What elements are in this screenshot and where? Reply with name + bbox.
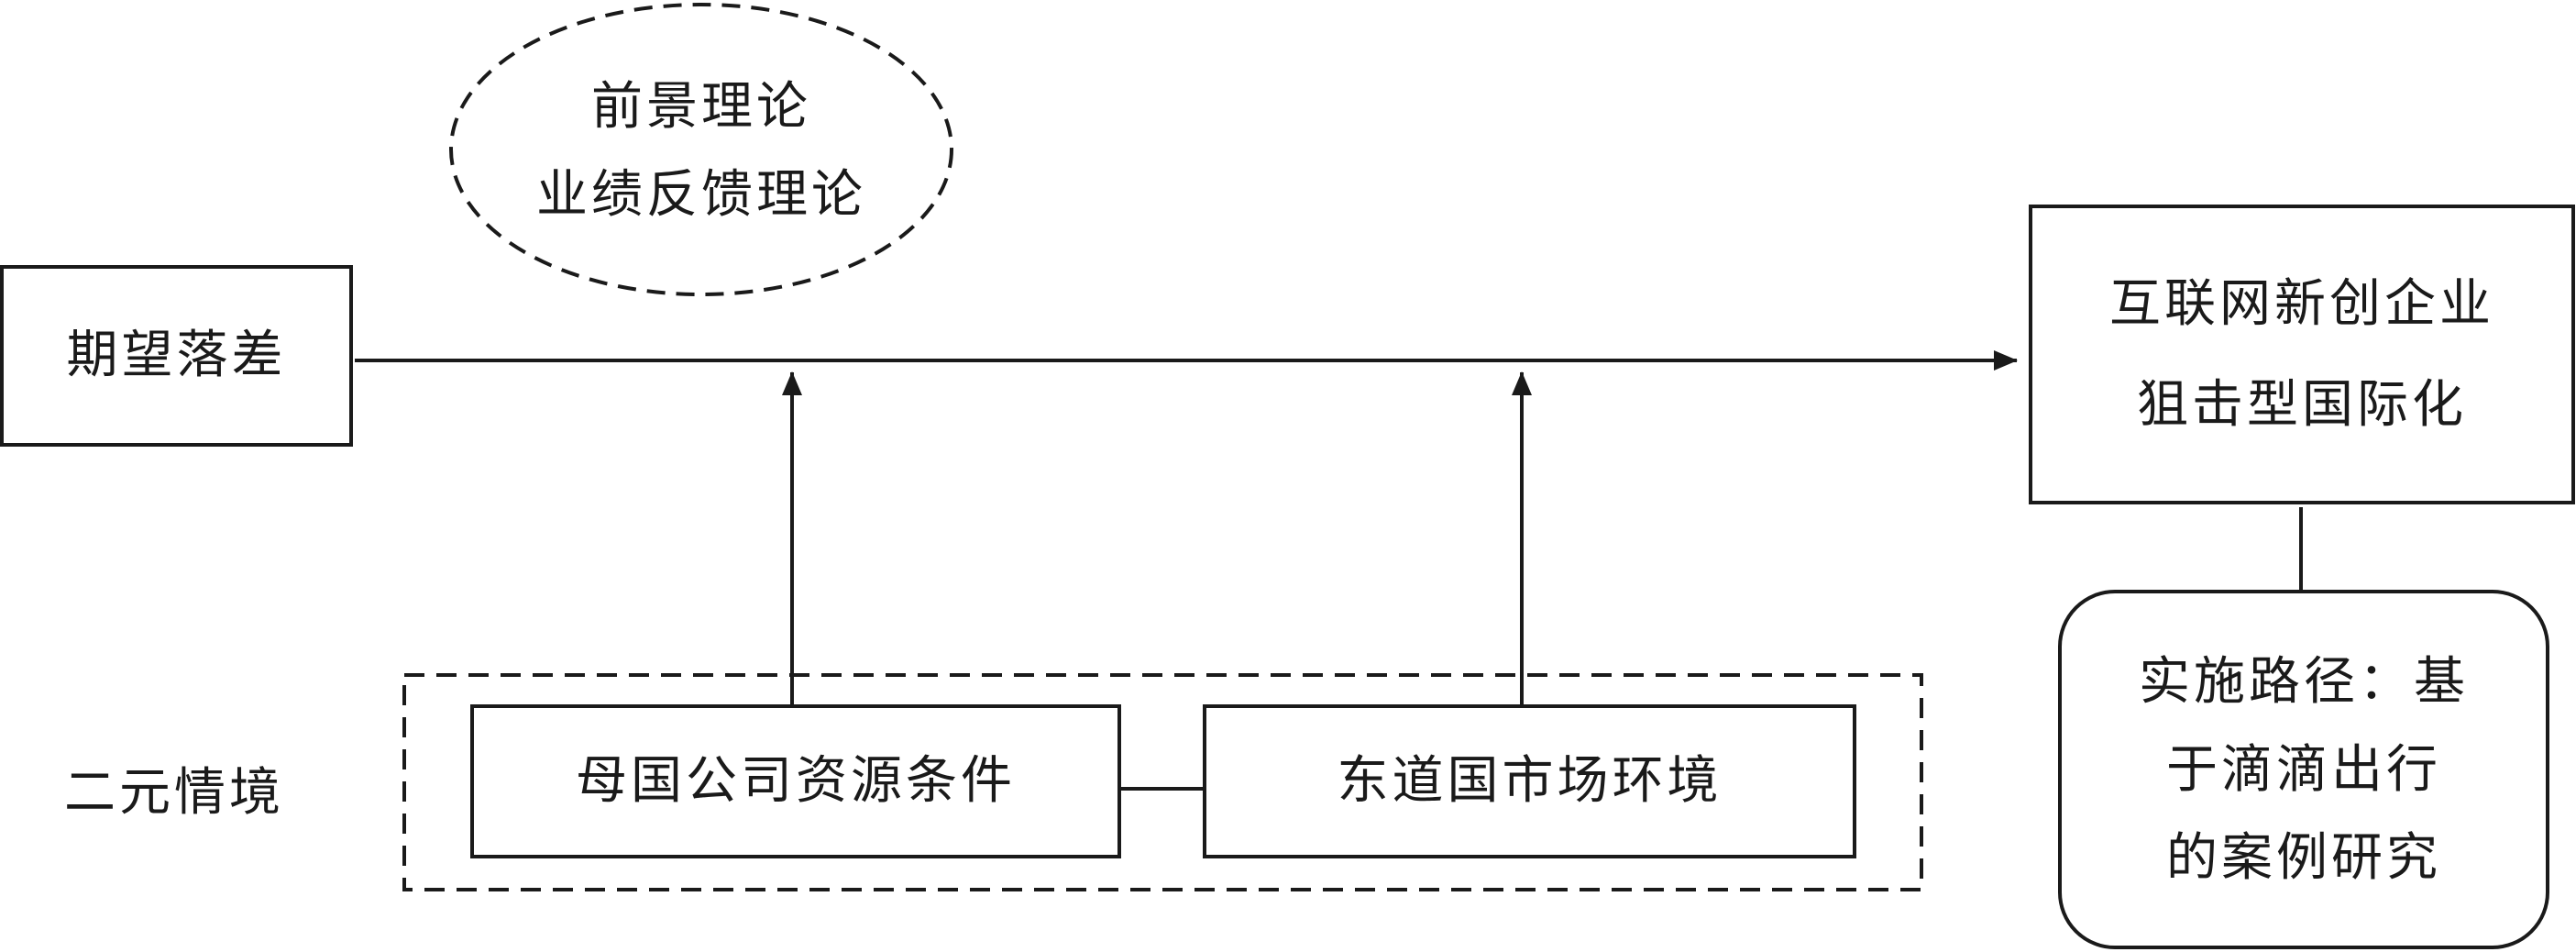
case-study-line-1: 实施路径：基	[2139, 651, 2469, 712]
case-study-line-3: 的案例研究	[2166, 828, 2441, 889]
host-market-box	[1203, 704, 1856, 858]
theory-ellipse	[449, 3, 953, 296]
theory-line-prospect: 前景理论	[591, 76, 811, 137]
home-resources-box	[470, 704, 1121, 858]
gap-box	[0, 265, 353, 447]
case-study-line-2: 于滴滴出行	[2166, 739, 2441, 800]
home-resources-label: 母国公司资源条件	[576, 751, 1016, 811]
outcome-label: 互联网新创企业 狙击型国际化	[2032, 208, 2571, 501]
case-study-label: 实施路径：基 于滴滴出行 的案例研究	[2063, 633, 2545, 908]
host-market-label: 东道国市场环境	[1337, 751, 1723, 811]
gap-label: 期望落差	[66, 326, 287, 385]
outcome-line-1: 互联网新创企业	[2109, 274, 2494, 335]
theory-label: 前景理论 业绩反馈理论	[458, 60, 944, 243]
context-label: 二元情境	[64, 763, 284, 823]
theory-line-feedback: 业绩反馈理论	[536, 165, 866, 225]
context-dashed-box	[402, 673, 1923, 891]
case-study-box	[2058, 590, 2549, 949]
outcome-box	[2029, 205, 2575, 504]
outcome-line-2: 狙击型国际化	[2137, 374, 2467, 435]
